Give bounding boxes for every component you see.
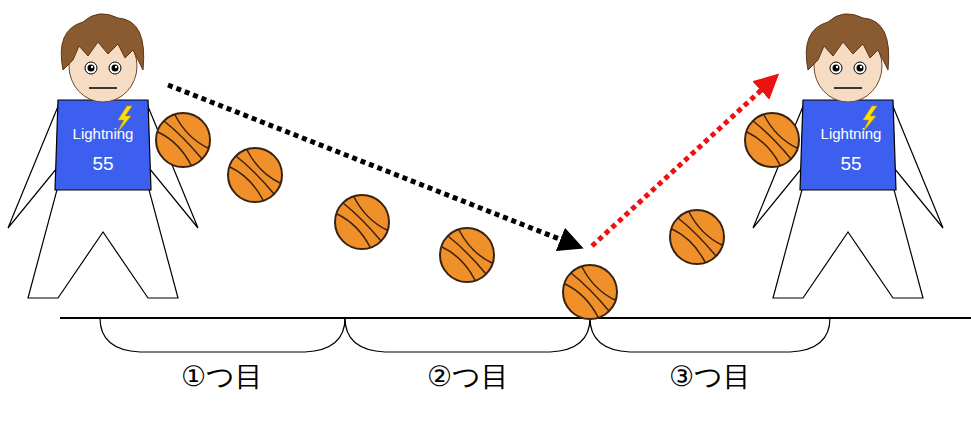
shirt-number: 55 <box>840 154 861 175</box>
shirt-name: Lightning <box>73 126 134 143</box>
basketball <box>156 113 210 167</box>
span-bracket <box>345 318 590 352</box>
span-bracket <box>590 318 830 352</box>
segment-label: ②つ目 <box>427 362 509 393</box>
basketball <box>745 113 799 167</box>
basketball <box>228 148 282 202</box>
segment-label: ①つ目 <box>181 362 263 393</box>
segment-label: ③つ目 <box>669 362 751 393</box>
shirt-number: 55 <box>92 154 113 175</box>
basketball <box>440 228 494 282</box>
shirt-name: Lightning <box>821 126 882 143</box>
floor-line <box>60 317 971 319</box>
basketball <box>670 210 724 264</box>
span-bracket <box>100 318 345 352</box>
basketball <box>563 265 617 319</box>
basketball <box>335 195 389 249</box>
